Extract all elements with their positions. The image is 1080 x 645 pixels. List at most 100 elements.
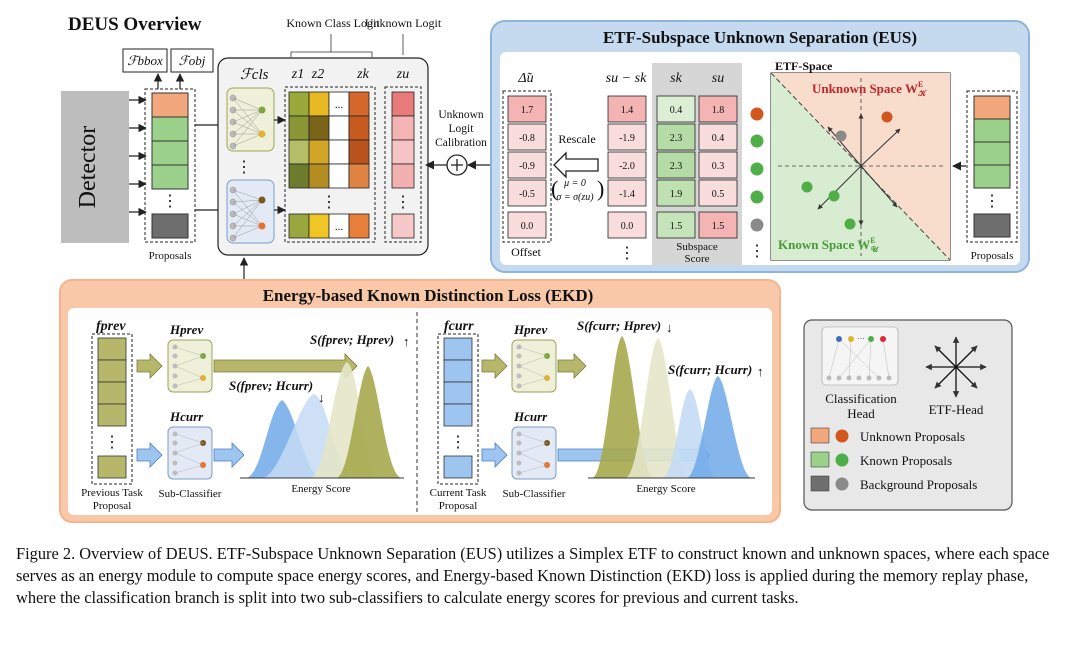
h-prev-label-2: Hprev xyxy=(513,322,547,337)
proposal-unknown xyxy=(151,92,189,118)
known-dot xyxy=(750,162,764,176)
svg-text:⋮: ⋮ xyxy=(450,434,466,451)
sk-value: 1.5 xyxy=(670,221,683,232)
su-value: 0.4 xyxy=(712,133,725,144)
detector-label: Detector xyxy=(75,126,101,209)
ekd-title: Energy-based Known Distinction Loss (EKD… xyxy=(263,286,594,305)
offset-label: Offset xyxy=(511,245,541,259)
svg-text:⋮: ⋮ xyxy=(749,243,765,260)
svg-text:⋮: ⋮ xyxy=(395,194,411,211)
su-value: 1.5 xyxy=(712,221,725,232)
deus-overview: DEUS Overview Detector ⋮ Proposals ℱbbox… xyxy=(61,14,500,262)
s-prev-curr: S(fprev; Hcurr) xyxy=(229,378,313,393)
sk-header: sk xyxy=(670,71,682,86)
offset-value: -0.9 xyxy=(519,161,535,172)
sub-classifier-label-2: Sub-Classifier xyxy=(503,488,566,500)
su-value: 0.3 xyxy=(712,161,725,172)
s-curr-curr: S(fcurr; Hcurr) xyxy=(668,362,752,377)
mu-label: μ = 0 xyxy=(563,178,586,189)
svg-text:⋮: ⋮ xyxy=(321,194,337,211)
known-dot xyxy=(750,190,764,204)
legend-unknown: Unknown Proposals xyxy=(860,429,965,444)
su-value: 1.8 xyxy=(712,105,725,116)
diff-value: -1.4 xyxy=(619,189,635,200)
svg-text:···: ··· xyxy=(858,335,865,343)
etf-space-label: ETF-Space xyxy=(775,59,833,73)
etf-head-label: ETF-Head xyxy=(929,402,984,417)
eus-proposals-frame xyxy=(966,90,1018,243)
svg-text:): ) xyxy=(597,176,604,201)
diff-value: -1.9 xyxy=(619,133,635,144)
f-bbox-label: ℱbbox xyxy=(127,53,163,68)
diff-value: 0.0 xyxy=(621,221,634,232)
eus-panel: ETF-Subspace Unknown Separation (EUS) Δ̃… xyxy=(490,20,1030,273)
rescale-label: Rescale xyxy=(558,132,595,146)
eus-proposals-label: Proposals xyxy=(971,250,1014,262)
svg-text:↑: ↑ xyxy=(403,334,410,349)
legend-background: Background Proposals xyxy=(860,477,977,492)
f-prev-label: fprev xyxy=(96,319,126,334)
sk-value: 1.9 xyxy=(670,189,683,200)
known-logit-label: Known Class Logit xyxy=(286,16,380,30)
offset-header: Δ̃u xyxy=(517,71,533,86)
figure-caption: Figure 2. Overview of DEUS. ETF-Subspace… xyxy=(16,544,1050,607)
svg-text:⋮: ⋮ xyxy=(104,434,120,451)
proposal-background xyxy=(151,213,189,239)
sk-value: 0.4 xyxy=(670,105,683,116)
proposals-frame xyxy=(144,88,196,243)
sk-value: 2.3 xyxy=(670,133,683,144)
proposal-ellipsis: ⋮ xyxy=(162,193,178,210)
known-dot xyxy=(750,134,764,148)
zu-label: zu xyxy=(396,67,409,82)
svg-text:...: ... xyxy=(335,99,344,111)
svg-text:⋮: ⋮ xyxy=(236,159,252,176)
legend-known: Known Proposals xyxy=(860,453,952,468)
su-header: su xyxy=(712,71,724,86)
offset-value: -0.5 xyxy=(519,189,535,200)
s-curr-prev: S(fcurr; Hprev) xyxy=(577,318,661,333)
svg-text:...: ... xyxy=(335,221,344,233)
classification-head-icon xyxy=(821,326,899,386)
offset-value: 0.0 xyxy=(521,221,534,232)
detector-block xyxy=(61,91,129,243)
diff-value: 1.4 xyxy=(621,105,634,116)
f-bbox-box xyxy=(122,48,168,73)
svg-text:↓: ↓ xyxy=(318,390,325,405)
zk-label: zk xyxy=(356,67,369,82)
s-prev-prev: S(fprev; Hprev) xyxy=(310,332,394,347)
f-cls-label: ℱcls xyxy=(240,67,269,83)
energy-score-label-2: Energy Score xyxy=(636,483,695,495)
proposal-known xyxy=(151,116,189,142)
energy-score-label: Energy Score xyxy=(291,483,350,495)
proposals-label: Proposals xyxy=(149,250,192,262)
diff-value: -2.0 xyxy=(619,161,635,172)
ekd-panel: Energy-based Known Distinction Loss (EKD… xyxy=(59,279,781,523)
unknown-logit-label: Unknown Logit xyxy=(365,16,442,30)
h-curr-label: Hcurr xyxy=(169,409,204,424)
h-curr-label-2: Hcurr xyxy=(513,409,548,424)
h-prev-label: Hprev xyxy=(169,322,203,337)
f-curr-label: fcurr xyxy=(444,319,474,334)
proposal-known xyxy=(151,164,189,190)
offset-value: 1.7 xyxy=(521,105,534,116)
diff-header: su − sk xyxy=(606,71,647,86)
sigma-label: σ = σ(zu) xyxy=(556,192,594,203)
z2-label: z2 xyxy=(311,67,324,82)
svg-text:↑: ↑ xyxy=(757,364,764,379)
f-obj-box xyxy=(170,48,214,73)
sub-classifier-label: Sub-Classifier xyxy=(159,488,222,500)
su-value: 0.5 xyxy=(712,189,725,200)
eus-title: ETF-Subspace Unknown Separation (EUS) xyxy=(603,28,917,47)
background-dot xyxy=(750,218,764,232)
svg-text:⋮: ⋮ xyxy=(984,193,1000,210)
svg-text:(: ( xyxy=(551,176,558,201)
f-obj-label: ℱobj xyxy=(179,53,206,68)
overview-title: DEUS Overview xyxy=(68,14,202,35)
